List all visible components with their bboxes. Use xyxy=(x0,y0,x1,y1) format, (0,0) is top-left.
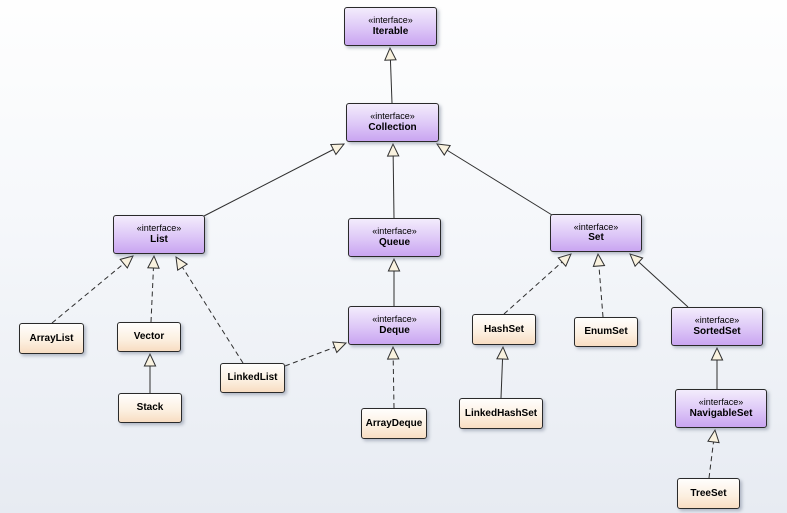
node-treeset[interactable]: TreeSet xyxy=(677,478,740,509)
class-name: LinkedHashSet xyxy=(464,407,538,419)
class-name: SortedSet xyxy=(693,325,741,337)
edge-queue-collection[interactable] xyxy=(386,142,400,219)
class-name: ArrayDeque xyxy=(365,417,423,429)
stereotype-label: «interface» xyxy=(372,226,417,237)
node-deque[interactable]: «interface»Deque xyxy=(348,306,441,345)
class-name: Collection xyxy=(368,121,417,133)
node-navigableset[interactable]: «interface»NavigableSet xyxy=(675,389,767,428)
stereotype-label: «interface» xyxy=(136,223,182,234)
node-iterable[interactable]: «interface»Iterable xyxy=(344,7,437,46)
class-name: Vector xyxy=(133,331,165,342)
node-list[interactable]: «interface»List xyxy=(113,215,205,254)
edge-linkedhashset-hashset[interactable] xyxy=(496,345,509,399)
class-name: Stack xyxy=(136,402,164,413)
edge-vector-list[interactable] xyxy=(147,254,160,323)
edge-treeset-navigableset[interactable] xyxy=(707,428,720,479)
node-queue[interactable]: «interface»Queue xyxy=(348,218,441,257)
edge-arraydeque-deque[interactable] xyxy=(386,345,400,409)
stereotype-label: «interface» xyxy=(698,397,744,408)
class-name: LinkedList xyxy=(227,372,278,383)
class-name: TreeSet xyxy=(690,487,727,499)
stereotype-label: «interface» xyxy=(368,15,413,26)
class-name: HashSet xyxy=(483,323,524,335)
edge-collection-iterable[interactable] xyxy=(384,46,397,104)
class-name: Queue xyxy=(378,236,411,248)
stereotype-label: «interface» xyxy=(573,221,619,232)
edge-linkedlist-list[interactable] xyxy=(175,256,244,364)
stereotype-label: «interface» xyxy=(694,315,740,326)
node-enumset[interactable]: EnumSet xyxy=(574,317,638,347)
edge-enumset-set[interactable] xyxy=(592,252,606,318)
edge-set-collection[interactable] xyxy=(435,143,553,216)
edge-arraylist-list[interactable] xyxy=(51,255,134,324)
class-name: Set xyxy=(588,232,604,244)
node-vector[interactable]: Vector xyxy=(117,322,181,352)
stereotype-label: «interface» xyxy=(370,111,415,122)
class-name: Deque xyxy=(379,324,410,336)
edge-sortedset-set[interactable] xyxy=(629,253,689,308)
class-name: Iterable xyxy=(372,25,409,37)
edge-linkedlist-deque[interactable] xyxy=(284,341,348,367)
stereotype-label: «interface» xyxy=(372,314,417,325)
class-name: ArrayList xyxy=(29,332,74,344)
node-arraylist[interactable]: ArrayList xyxy=(19,323,84,354)
edge-list-collection[interactable] xyxy=(203,143,346,217)
node-set[interactable]: «interface»Set xyxy=(550,214,642,252)
node-stack[interactable]: Stack xyxy=(118,393,182,423)
node-sortedset[interactable]: «interface»SortedSet xyxy=(671,307,763,346)
class-name: NavigableSet xyxy=(689,407,753,419)
node-linkedlist[interactable]: LinkedList xyxy=(220,363,285,393)
class-name: EnumSet xyxy=(584,326,628,337)
node-arraydeque[interactable]: ArrayDeque xyxy=(361,408,427,439)
class-name: List xyxy=(150,233,168,245)
node-hashset[interactable]: HashSet xyxy=(472,314,536,345)
edge-hashset-set[interactable] xyxy=(503,253,572,315)
node-collection[interactable]: «interface»Collection xyxy=(346,103,439,142)
node-linkedhashset[interactable]: LinkedHashSet xyxy=(459,398,543,429)
